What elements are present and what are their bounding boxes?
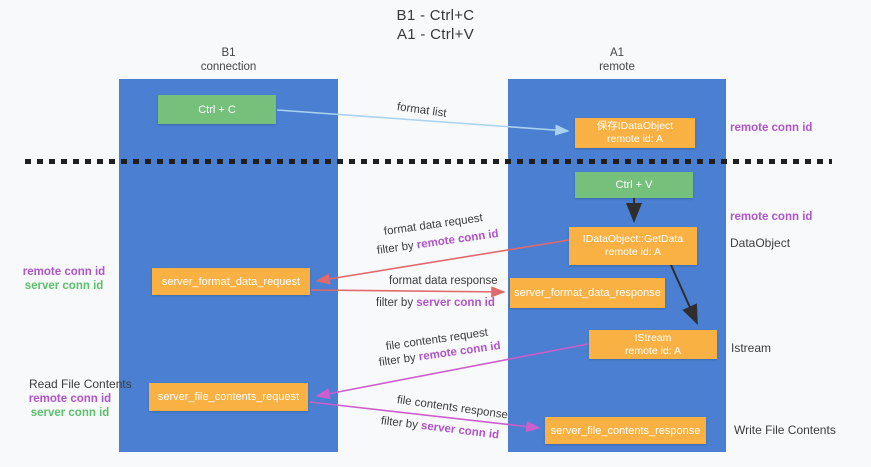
label-group-conn-ids-bottom-left: remote conn id server conn id <box>26 392 114 420</box>
label-remote-conn-id-mid-right: remote conn id <box>730 211 813 223</box>
lane-a1-name: A1 <box>609 47 625 59</box>
node-ctrl-v: Ctrl + V <box>575 172 693 198</box>
label-server-conn-id-mid-left: server conn id <box>24 280 104 292</box>
node-server-format-data-response: server_format_data_response <box>510 278 665 308</box>
node-saved-idataobject: 保存IDataObject remote id: A <box>575 118 695 148</box>
node-server-format-data-response-label: server_format_data_response <box>514 287 661 299</box>
node-istream-line1: IStream <box>634 331 672 344</box>
node-server-file-contents-response-label: server_file_contents_response <box>550 424 701 437</box>
node-server-format-data-request-label: server_format_data_request <box>161 275 301 288</box>
node-ctrl-c-label: Ctrl + C <box>198 103 236 116</box>
label-remote-conn-id-bottom-left: remote conn id <box>28 393 112 405</box>
label-remote-conn-id-mid-left: remote conn id <box>22 266 106 278</box>
node-saved-idataobject-line1: 保存IDataObject <box>596 120 674 132</box>
node-getdata-line2: remote id: A <box>604 246 662 258</box>
lane-b1-name: B1 <box>221 47 236 59</box>
lane-b1-subtitle: connection <box>200 61 257 73</box>
label-dataobject: DataObject <box>730 236 791 250</box>
label-remote-conn-id-top-right: remote conn id <box>730 122 813 134</box>
edge-label-file-contents-response: file contents response <box>396 394 509 422</box>
lane-header-a1-remote: A1 remote <box>508 46 726 74</box>
lane-a1-subtitle: remote <box>599 61 635 73</box>
label-write-file-contents: Write File Contents <box>734 423 836 437</box>
node-server-format-data-request: server_format_data_request <box>152 268 310 295</box>
filter-by-text: filter by <box>376 297 414 309</box>
filter-server-conn-id: server conn id <box>416 297 495 309</box>
filter-server-conn-id: server conn id <box>420 419 500 442</box>
arrow-format-data-response <box>310 286 506 298</box>
node-ctrl-v-label: Ctrl + V <box>615 179 653 191</box>
title-line-1: B1 - Ctrl+C <box>396 7 475 24</box>
edge-label-format-list: format list <box>396 101 448 120</box>
diagram-title: B1 - Ctrl+C A1 - Ctrl+V <box>0 6 871 44</box>
node-server-file-contents-request-label: server_file_contents_request <box>157 391 300 403</box>
filter-by-text: filter by <box>380 415 419 432</box>
node-saved-idataobject-line2: remote id: A <box>606 133 664 145</box>
node-server-file-contents-response: server_file_contents_response <box>545 417 706 444</box>
node-istream-line2: remote id: A <box>624 344 682 357</box>
edge-label-format-data-response: format data response <box>389 275 498 287</box>
node-ctrl-c: Ctrl + C <box>158 95 276 124</box>
filter-by-text: filter by <box>378 351 417 369</box>
edge-label-filter-format-response: filter by server conn id <box>376 297 495 309</box>
node-idataobject-getdata: IDataObject::GetData remote id: A <box>569 227 697 265</box>
label-group-conn-ids-mid-left: remote conn id server conn id <box>20 265 108 293</box>
label-server-conn-id-bottom-left: server conn id <box>30 407 110 419</box>
label-read-file-contents: Read File Contents <box>29 377 132 391</box>
edge-label-filter-file-response: filter by server conn id <box>380 415 499 441</box>
title-line-2: A1 - Ctrl+V <box>396 26 475 43</box>
lane-header-b1-connection: B1 connection <box>119 46 338 74</box>
node-server-file-contents-request: server_file_contents_request <box>149 383 308 411</box>
node-getdata-line1: IDataObject::GetData <box>582 233 684 245</box>
filter-by-text: filter by <box>376 239 415 257</box>
node-istream: IStream remote id: A <box>589 330 717 359</box>
label-istream: Istream <box>731 341 772 355</box>
